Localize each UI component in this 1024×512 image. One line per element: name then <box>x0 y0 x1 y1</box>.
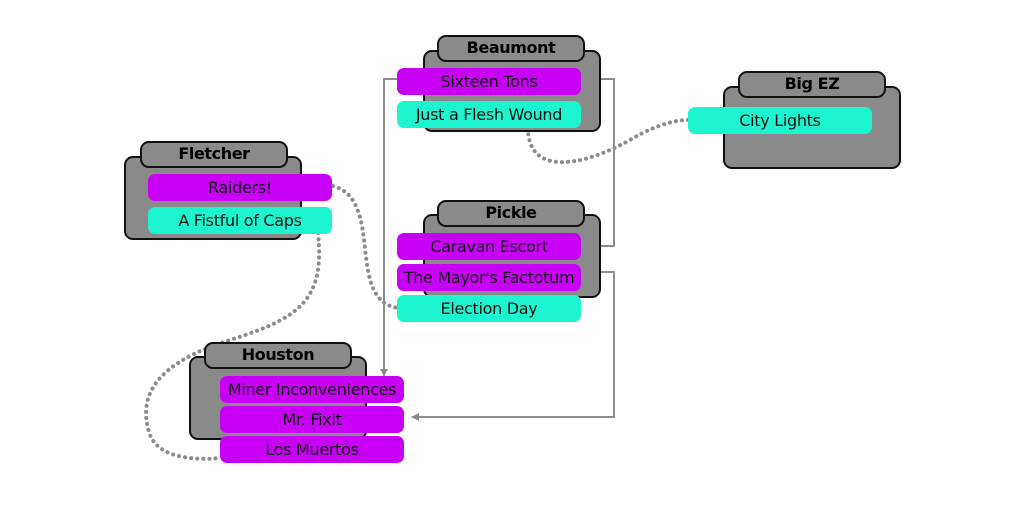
quest-raiders[interactable]: Raiders! <box>148 174 332 201</box>
node-beaumont-title: Beaumont <box>437 35 585 62</box>
quest-mr-fixit[interactable]: Mr. Fixit <box>220 406 404 433</box>
quest-the-mayors-factotum[interactable]: The Mayor's Factotum <box>397 264 581 291</box>
node-fletcher-title: Fletcher <box>140 141 288 168</box>
link-sixteen-tons-to-miner-inconveniences <box>380 78 397 377</box>
quest-los-muertos[interactable]: Los Muertos <box>220 436 404 463</box>
link-raiders-to-election-day <box>331 184 400 310</box>
quest-election-day[interactable]: Election Day <box>397 295 581 322</box>
node-houston-title: Houston <box>204 342 352 369</box>
quest-just-a-flesh-wound[interactable]: Just a Flesh Wound <box>397 101 581 128</box>
quest-sixteen-tons[interactable]: Sixteen Tons <box>397 68 581 95</box>
node-pickle-title: Pickle <box>437 200 585 227</box>
quest-miner-inconveniences[interactable]: Miner Inconveniences <box>220 376 404 403</box>
quest-a-fistful-of-caps[interactable]: A Fistful of Caps <box>148 207 332 234</box>
quest-caravan-escort[interactable]: Caravan Escort <box>397 233 581 260</box>
quest-city-lights[interactable]: City Lights <box>688 107 872 134</box>
node-big-ez-title: Big EZ <box>738 71 886 98</box>
